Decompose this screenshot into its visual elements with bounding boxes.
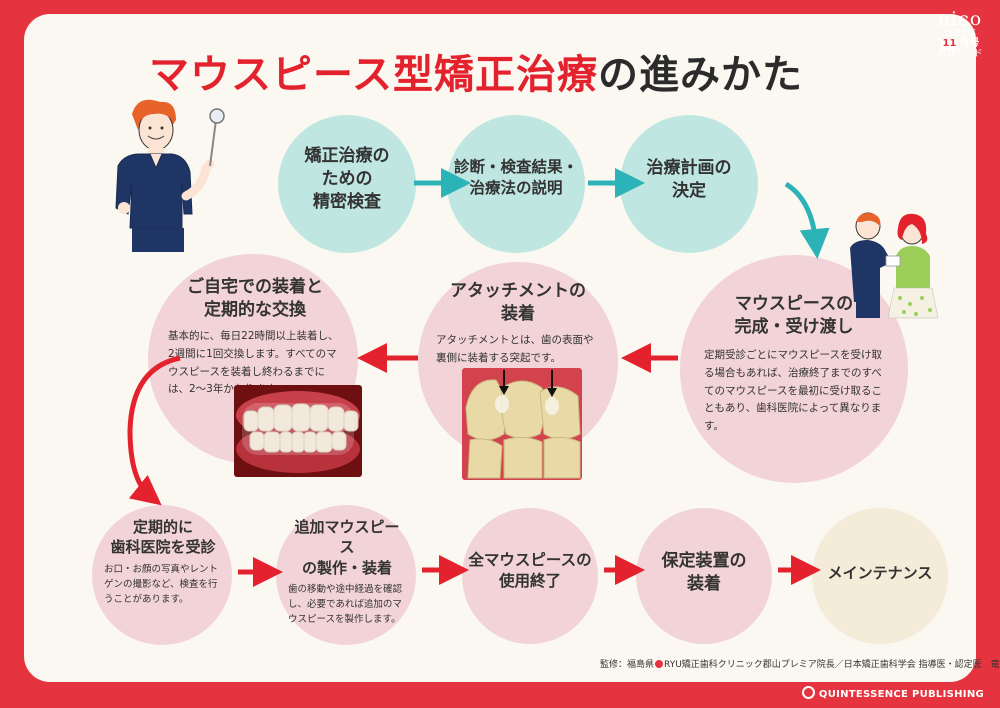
brand-month-suffix: 月号 bbox=[959, 38, 980, 50]
brand-name: nico bbox=[937, 8, 983, 30]
teeth-aligner-photo bbox=[234, 385, 362, 477]
attachment-teeth-photo bbox=[462, 368, 582, 480]
step-3-title: 治療計画の決定 bbox=[646, 158, 732, 201]
dentist-illustration bbox=[110, 96, 228, 256]
page-title: マウスピース型矯正治療の進みかた bbox=[0, 42, 952, 100]
credit-prefix: 監修：福島県 bbox=[600, 660, 655, 670]
step-9-title: 全マウスピースの使用終了 bbox=[468, 551, 592, 590]
step-8-additional-mouthpiece: 追加マウスピースの製作・装着 歯の移動や途中経過を確認し、必要であれば追加のマウ… bbox=[276, 505, 416, 645]
title-part1: マウスピース型矯正治療 bbox=[149, 52, 598, 98]
step-10-retainer: 保定装置の装着 bbox=[636, 508, 772, 644]
credit-dot-icon bbox=[655, 660, 664, 668]
step-10-title: 保定装置の装着 bbox=[661, 551, 747, 594]
supervisor-credit: 監修：福島県 RYU矯正歯科クリニック郡山プレミア院長／日本矯正歯科学会 指導医・… bbox=[600, 657, 1000, 670]
credit-text: RYU矯正歯科クリニック郡山プレミア院長／日本矯正歯科学会 指導医・認定医 竜 … bbox=[664, 660, 1000, 670]
step-6-description: 基本的に、毎日22時間以上装着し、2週間に1回交換します。すべてのマウスピースを… bbox=[168, 329, 339, 396]
step-8-description: 歯の移動や途中経過を確認し、必要であれば追加のマウスピースを製作します。 bbox=[288, 583, 403, 626]
step-6-title: ご自宅での装着と定期的な交換 bbox=[187, 277, 323, 320]
step-7-title: 定期的に歯科医院を受診 bbox=[110, 518, 216, 557]
step-2-diagnosis: 診断・検査結果・治療法の説明 bbox=[447, 115, 585, 253]
step-4-title: マウスピースの完成・受け渡し bbox=[734, 294, 854, 337]
step-9-finish-use: 全マウスピースの使用終了 bbox=[462, 508, 598, 644]
step-5-description: アタッチメントとは、歯の表面や裏側に装着する突起です。 bbox=[436, 333, 594, 364]
publisher-name: QUINTESSENCE PUBLISHING bbox=[818, 689, 984, 700]
step-1-title: 矯正治療のための精密検査 bbox=[304, 146, 390, 212]
step-7-description: お口・お顔の写真やレントゲンの撮影など、検査を行うことがあります。 bbox=[104, 563, 219, 605]
publisher-logo-icon bbox=[801, 686, 815, 699]
step-4-description: 定期受診ごとにマウスピースを受け取る場合もあれば、治療終了までのすべてのマウスピ… bbox=[704, 348, 882, 433]
brand-year: 2023年 bbox=[944, 28, 976, 39]
step-11-title: メインテナンス bbox=[827, 564, 933, 582]
brand-subtitle: 付録カード bbox=[937, 48, 983, 59]
brand-month-num: 11 bbox=[940, 38, 959, 50]
step-3-treatment-plan: 治療計画の決定 bbox=[620, 115, 758, 253]
step-8-title: 追加マウスピースの製作・装着 bbox=[294, 518, 400, 577]
step-5-title: アタッチメントの装着 bbox=[450, 281, 586, 324]
publisher: QUINTESSENCE PUBLISHING bbox=[801, 686, 984, 700]
step-7-regular-visit: 定期的に歯科医院を受診 お口・お顔の写真やレントゲンの撮影など、検査を行うことが… bbox=[92, 505, 232, 645]
step-11-maintenance: メインテナンス bbox=[812, 508, 948, 644]
step-1-precise-exam: 矯正治療のための精密検査 bbox=[278, 115, 416, 253]
patient-consultation-illustration bbox=[850, 212, 940, 320]
title-part2: の進みかた bbox=[598, 52, 803, 98]
step-2-title: 診断・検査結果・治療法の説明 bbox=[453, 158, 578, 197]
